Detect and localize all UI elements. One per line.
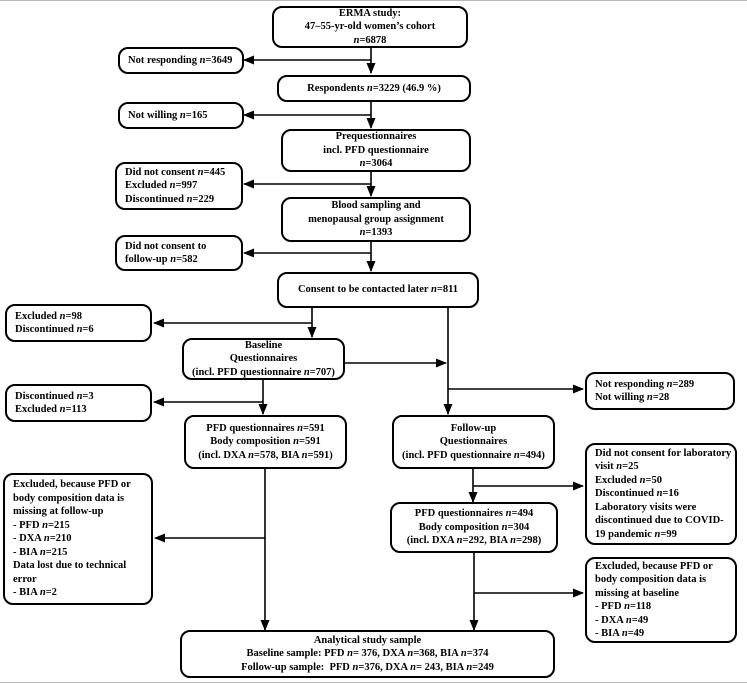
- box-erma-cohort: ERMA study: 47–55-yr-old women’s cohort …: [272, 6, 468, 48]
- respondents-text: Respondents n=3229 (46.9 %): [307, 82, 441, 94]
- pfd-followup-text: PFD questionnaires n=494 Body compositio…: [406, 508, 542, 547]
- discontinued-3-text: Discontinued n=3 Excluded n=113: [15, 390, 94, 416]
- no-consent-lab-text: Did not consent for laboratory visit n=2…: [595, 447, 732, 540]
- box-baseline-questionnaires: Baseline Questionnaires (incl. PFD quest…: [182, 338, 345, 380]
- box-excluded-98: Excluded n=98 Discontinued n=6: [5, 304, 152, 342]
- box-respondents: Respondents n=3229 (46.9 %): [277, 75, 471, 102]
- prequestionnaires-text: Prequestionnaires incl. PFD questionnair…: [323, 131, 429, 170]
- not-responding-initial-text: Not responding n=3649: [128, 54, 233, 66]
- baseline-questionnaires-text: Baseline Questionnaires (incl. PFD quest…: [192, 339, 335, 378]
- box-not-responding-initial: Not responding n=3649: [118, 47, 244, 74]
- box-pfd-baseline: PFD questionnaires n=591 Body compositio…: [184, 415, 347, 469]
- box-blood-sampling: Blood sampling and menopausal group assi…: [281, 197, 471, 242]
- box-no-consent-prequestionnaires: Did not consent n=445 Excluded n=997 Dis…: [115, 162, 243, 210]
- box-not-willing: Not willing n=165: [118, 102, 244, 129]
- box-no-consent-lab: Did not consent for laboratory visit n=2…: [585, 443, 737, 545]
- pfd-baseline-text: PFD questionnaires n=591 Body compositio…: [198, 422, 333, 461]
- excluded-98-text: Excluded n=98 Discontinued n=6: [15, 310, 94, 336]
- no-consent-prequestionnaires-text: Did not consent n=445 Excluded n=997 Dis…: [125, 166, 226, 205]
- box-discontinued-3: Discontinued n=3 Excluded n=113: [5, 384, 152, 422]
- box-followup-questionnaires: Follow-up Questionnaires (incl. PFD ques…: [392, 415, 555, 469]
- excluded-followup-text: Excluded, because PFD or body compositio…: [13, 479, 131, 599]
- box-prequestionnaires: Prequestionnaires incl. PFD questionnair…: [281, 129, 471, 172]
- box-excluded-followup: Excluded, because PFD or body compositio…: [3, 473, 153, 605]
- no-consent-followup-text: Did not consent to follow-up n=582: [125, 240, 207, 266]
- consent-later-text: Consent to be contacted later n=811: [297, 284, 459, 296]
- box-excluded-baseline: Excluded, because PFD or body compositio…: [585, 557, 737, 643]
- erma-cohort-text: ERMA study: 47–55-yr-old women’s cohort …: [304, 7, 436, 46]
- box-consent-later: Consent to be contacted later n=811: [277, 272, 479, 308]
- box-pfd-followup: PFD questionnaires n=494 Body compositio…: [390, 502, 558, 553]
- box-no-consent-followup: Did not consent to follow-up n=582: [115, 235, 243, 271]
- not-responding-followup-text: Not responding n=289 Not willing n=28: [595, 378, 695, 404]
- analytical-sample-text: Analytical study sample Baseline sample:…: [241, 634, 494, 673]
- blood-sampling-text: Blood sampling and menopausal group assi…: [308, 200, 444, 239]
- excluded-baseline-text: Excluded, because PFD or body compositio…: [595, 560, 713, 640]
- followup-questionnaires-text: Follow-up Questionnaires (incl. PFD ques…: [402, 422, 545, 461]
- box-not-responding-followup: Not responding n=289 Not willing n=28: [585, 372, 735, 410]
- box-analytical-sample: Analytical study sample Baseline sample:…: [180, 630, 555, 678]
- not-willing-text: Not willing n=165: [128, 109, 208, 121]
